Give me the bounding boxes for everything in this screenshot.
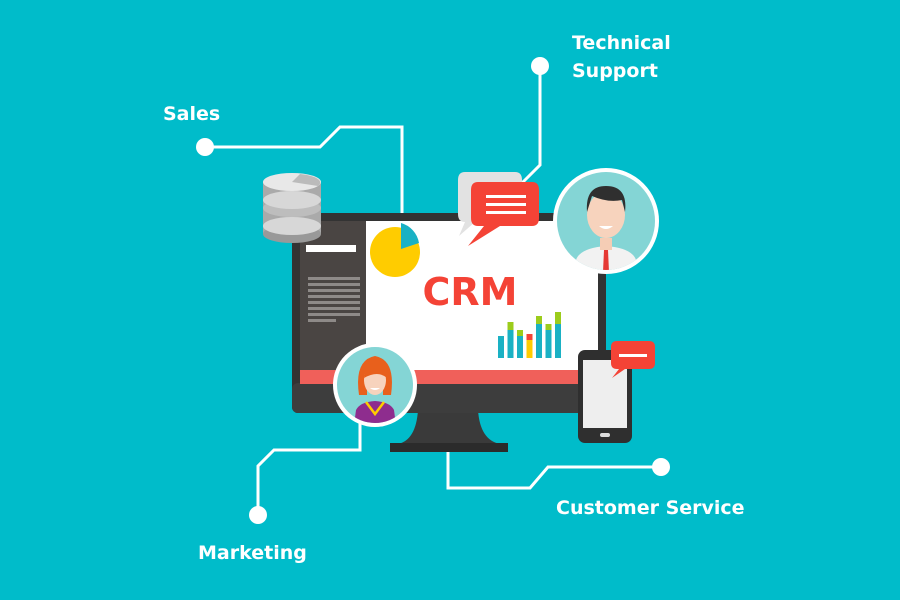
bar-segment-green (555, 312, 561, 324)
connector-lines (205, 66, 661, 515)
support-agent-avatar (553, 168, 659, 274)
bar-segment-green (517, 330, 523, 336)
marketing-connector (256, 423, 362, 515)
pie-chart-icon (370, 223, 420, 277)
technical-support-label-line1: Technical (572, 32, 671, 54)
bar-segment-teal (536, 324, 542, 358)
bar-segment-red (526, 334, 533, 340)
crm-title: CRM (423, 270, 518, 314)
tech-support-connector (518, 66, 542, 187)
customer-service-label: Customer Service (556, 497, 745, 519)
database-icon (263, 173, 321, 243)
bar-segment-teal (555, 324, 561, 358)
customer-service-dot (652, 458, 670, 476)
sales-label: Sales (163, 103, 220, 125)
bar-segment-teal (517, 336, 523, 358)
sidebar-text-lines (308, 277, 360, 322)
marketing-avatar (333, 343, 417, 427)
sales-dot (196, 138, 214, 156)
bar-segment-teal (545, 330, 552, 358)
sidebar-search-box (306, 245, 356, 252)
chat-bubble-icon (458, 172, 539, 246)
monitor-stand (390, 410, 508, 452)
bar-segment-teal (507, 330, 514, 358)
bar-segment-green (536, 316, 542, 324)
bar-segment-green (545, 324, 552, 330)
technical-support-label-line2: Support (572, 60, 658, 82)
bar-segment-teal (498, 336, 504, 358)
marketing-dot (249, 506, 267, 524)
bar-chart-icon (498, 312, 561, 358)
bar-segment-green (507, 322, 514, 330)
mobile-phone-icon (578, 341, 655, 443)
bar-segment-yellow (526, 340, 533, 358)
sales-connector (205, 125, 404, 213)
customer-service-connector (446, 452, 661, 490)
tech-support-dot (531, 57, 549, 75)
marketing-label: Marketing (198, 542, 307, 564)
